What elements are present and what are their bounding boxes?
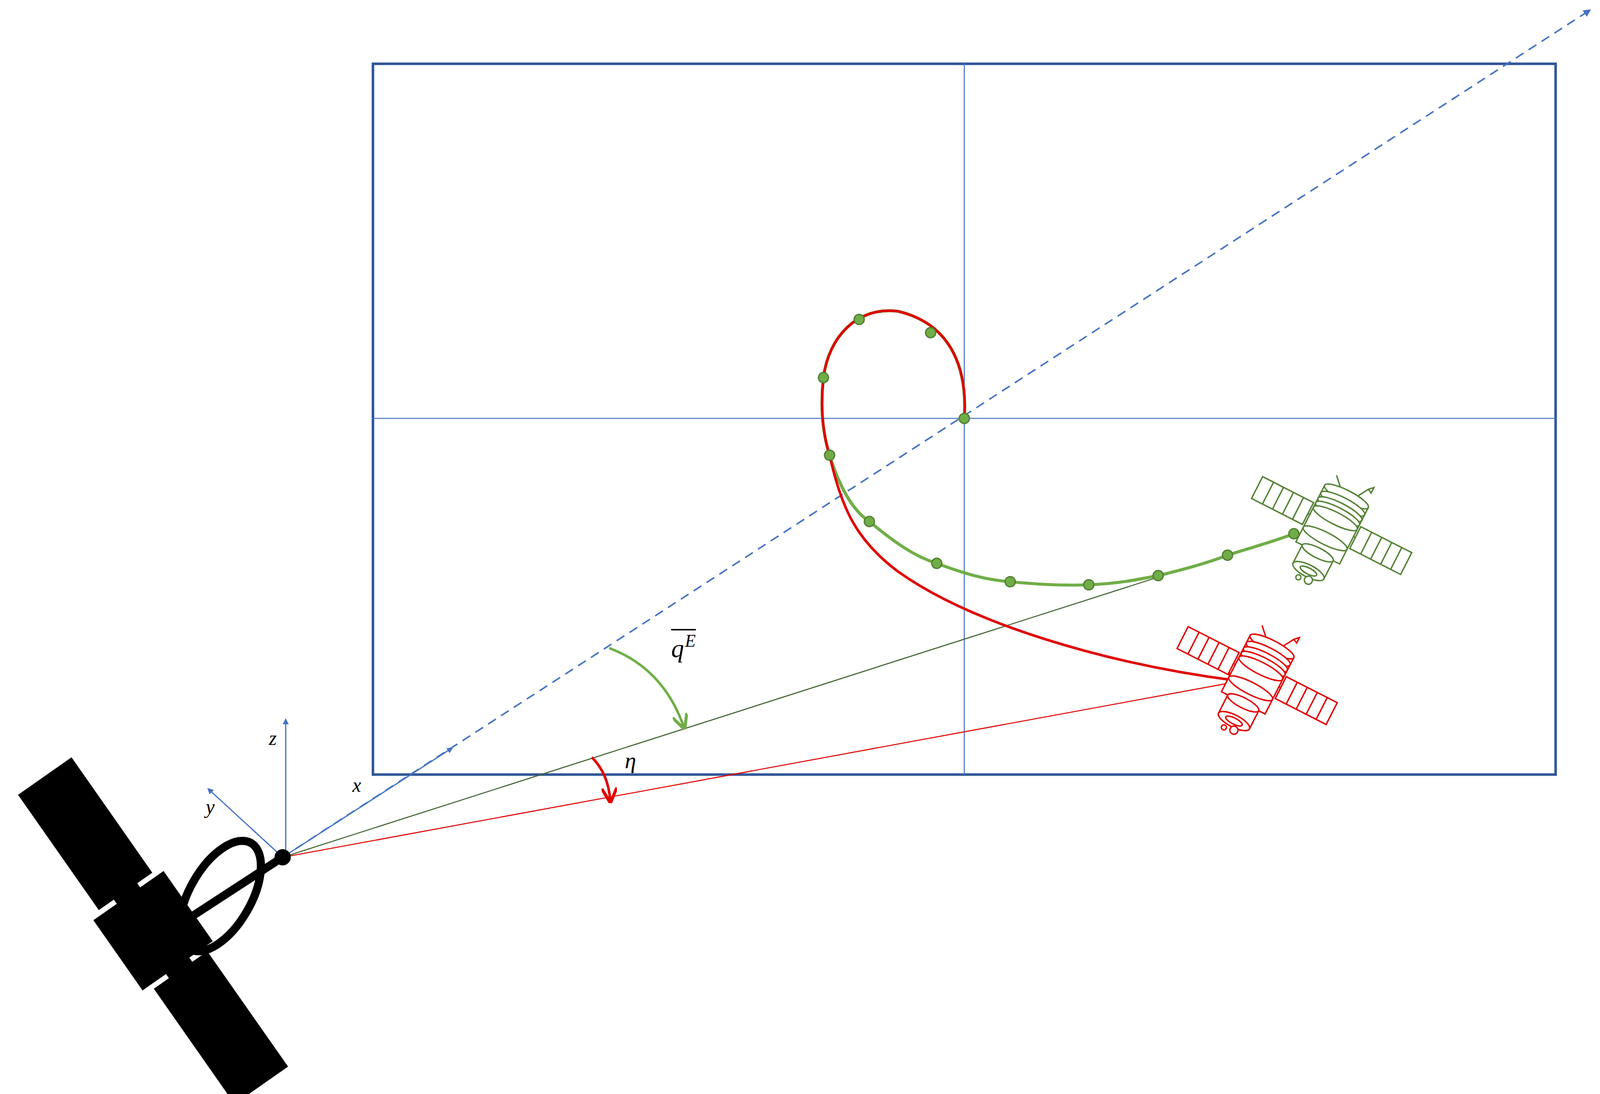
line-of-sight — [282, 681, 1237, 858]
z-axis — [285, 719, 287, 857]
axis-label: z — [267, 728, 279, 749]
observer-satellite — [9, 751, 297, 1094]
overlined-symbol: qE — [671, 628, 696, 662]
waypoint-dots — [818, 314, 1299, 590]
axis-label: y — [204, 797, 217, 817]
angle-symbol: η — [623, 749, 638, 772]
x-axis — [282, 747, 453, 857]
planned-trajectory — [822, 310, 1295, 585]
target-spacecraft — [1153, 590, 1357, 771]
angle-symbol: q — [671, 634, 685, 663]
angle-arc — [591, 757, 610, 800]
angle-superscript: E — [685, 630, 696, 651]
boresight-axis — [282, 10, 1591, 858]
actual-trajectory — [822, 310, 1237, 681]
line-of-sight — [282, 533, 1295, 857]
axis-label: x — [350, 775, 363, 796]
target-spacecraft — [1227, 440, 1431, 621]
